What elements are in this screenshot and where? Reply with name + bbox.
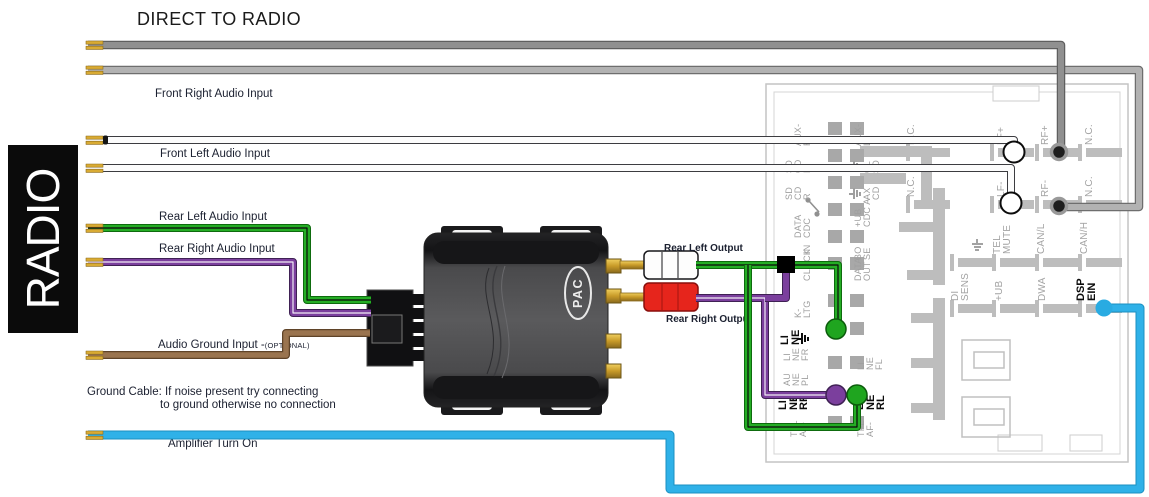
ground-note-line2: to ground otherwise no connection (160, 399, 336, 411)
label-rear-right-output: Rear Right Output (666, 314, 753, 325)
page-title: DIRECT TO RADIO (137, 9, 302, 29)
label-rear-left-output: Rear Left Output (664, 243, 743, 254)
label-rear-right-input: Rear Right Audio Input (159, 243, 275, 255)
label-front-left-input: Front Left Audio Input (160, 148, 270, 160)
radio-source-label: RADIO (17, 168, 69, 310)
pac-logo: PAC (571, 278, 585, 308)
ground-icon (971, 238, 983, 256)
label-amp-turn-on: Amplifier Turn On (168, 438, 258, 450)
optional-note: (OPTIONAL) (264, 341, 310, 350)
radio-source-box: RADIO (8, 145, 78, 333)
label-audio-ground-input: Audio Ground Input -(OPTIONAL) (158, 339, 310, 351)
label-front-right-input: Front Right Audio Input (155, 88, 273, 100)
label-rear-left-input: Rear Left Audio Input (159, 211, 268, 223)
ground-note-line1: Ground Cable: If noise present try conne… (87, 386, 319, 398)
